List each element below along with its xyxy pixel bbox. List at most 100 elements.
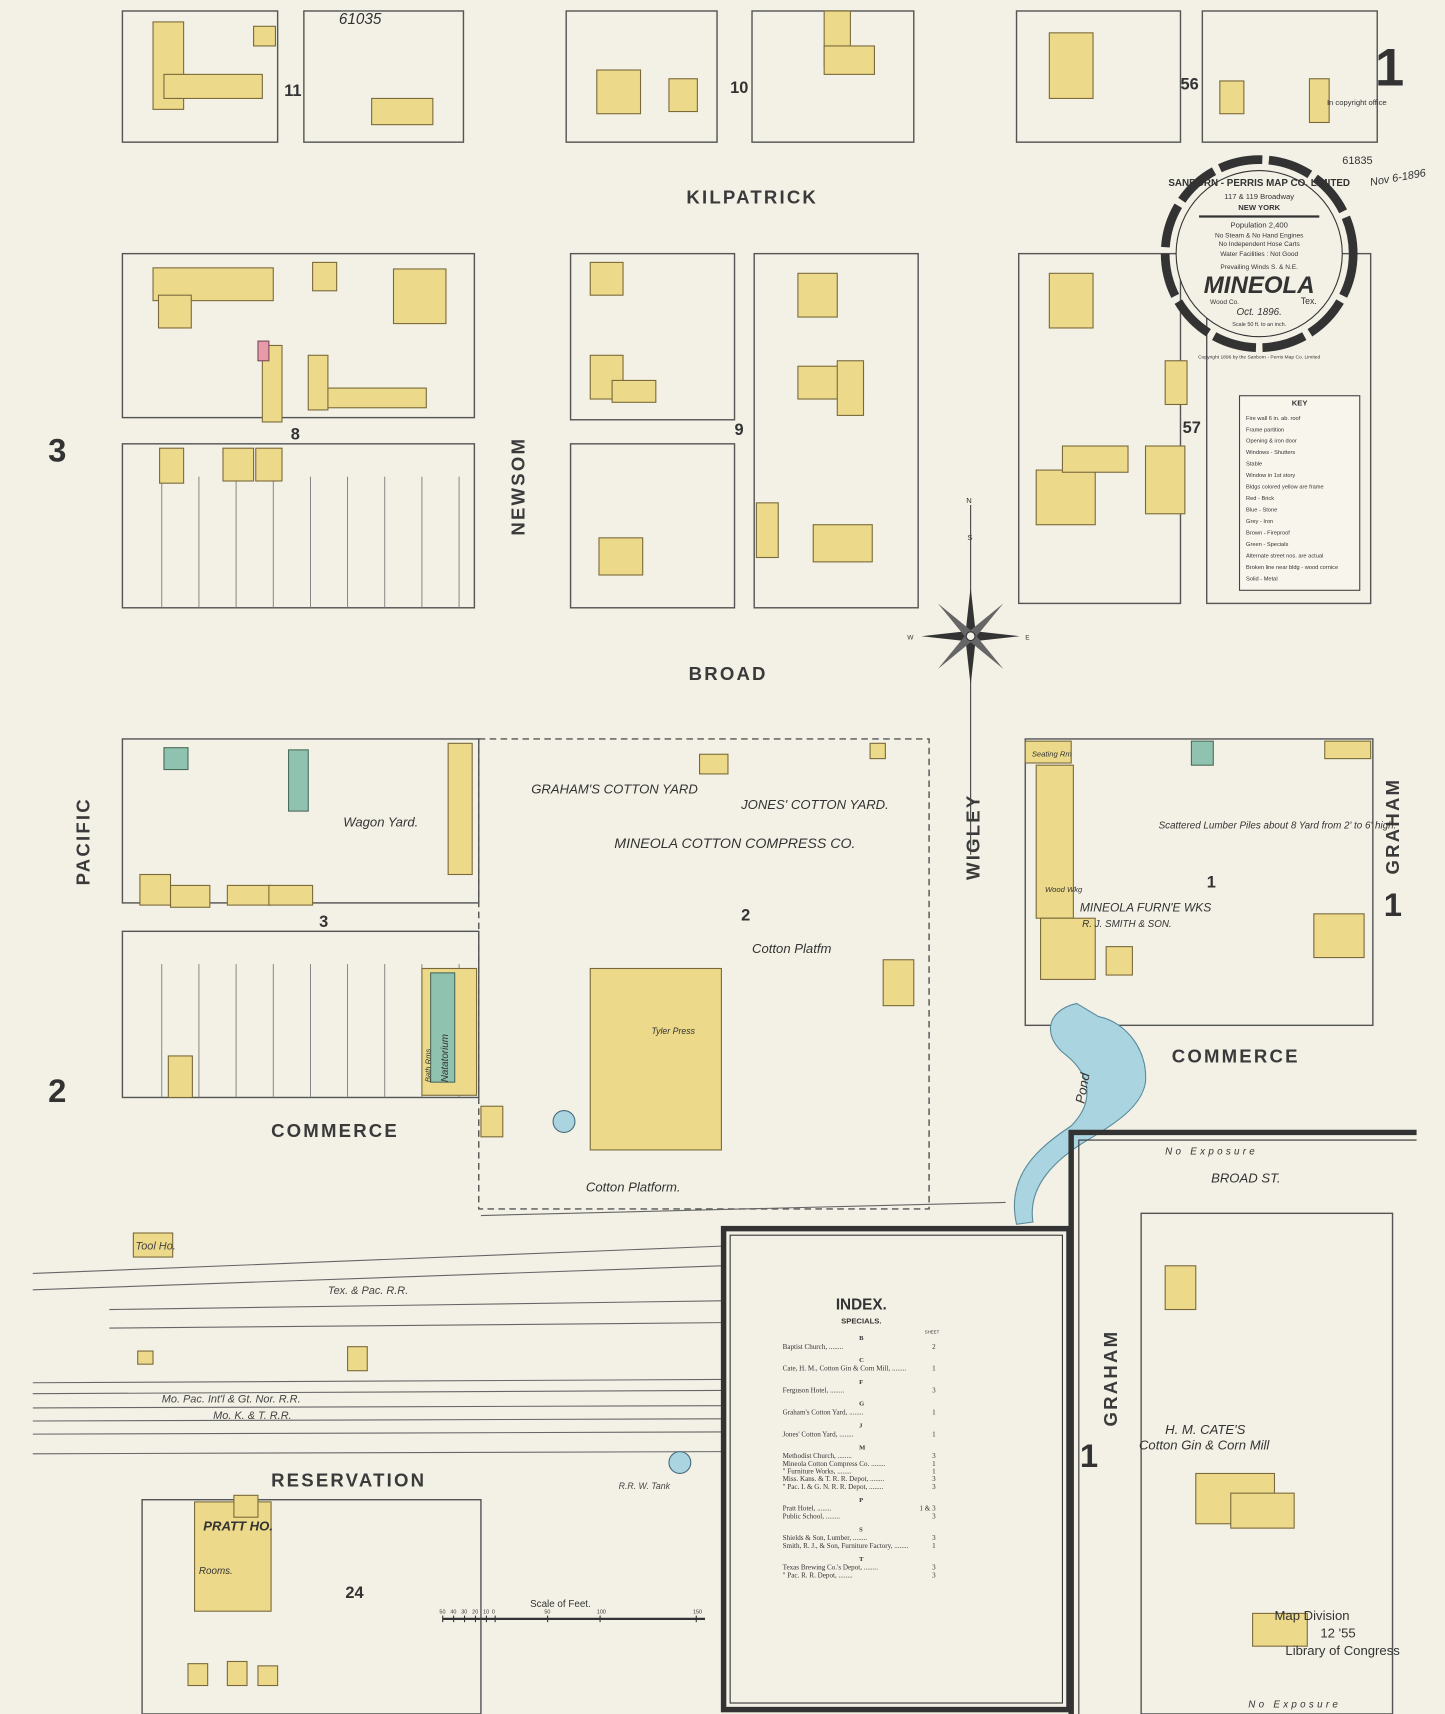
frame-building	[823, 45, 875, 75]
frame-building	[797, 272, 838, 318]
city-blocks	[121, 10, 1394, 1714]
index-entry[interactable]: Jones' Cotton Yard, ........	[783, 1430, 854, 1438]
index-entry[interactable]: Miss. Kans. & T. R. R. Depot, ........	[783, 1475, 885, 1483]
compass-e: E	[1025, 634, 1030, 641]
tank	[552, 1110, 576, 1133]
key-item: Window in 1st story	[1246, 473, 1295, 479]
pond-label: Pond	[1072, 1071, 1092, 1104]
index-subtitle: SPECIALS.	[841, 1317, 881, 1326]
index-entry[interactable]: " Pac. R. R. Depot, ........	[783, 1571, 853, 1579]
frame-building	[1313, 913, 1365, 959]
special-building	[1190, 740, 1214, 766]
index-frame	[720, 1225, 1072, 1713]
frame-building	[187, 1663, 209, 1687]
cartouche-copyright: Copyright 1896 by the Sanborn - Perris M…	[1198, 355, 1320, 361]
frame-building	[137, 1350, 154, 1365]
frame-building	[167, 1055, 193, 1099]
sheet-number: 1	[1375, 39, 1404, 97]
rooms-label: Rooms.	[199, 1566, 233, 1577]
index-entry[interactable]: Cate, H. M., Cotton Gin & Corn Mill, ...…	[783, 1365, 907, 1373]
street-graham-south: GRAHAM	[1100, 1330, 1121, 1427]
scale-tick: 150	[693, 1609, 702, 1615]
frame-building	[222, 447, 255, 482]
index-entry[interactable]: Ferguson Hotel, ........	[783, 1387, 845, 1395]
no-exposure-south-label: No Exposure	[1248, 1699, 1341, 1710]
street-pacific: PACIFIC	[73, 797, 94, 885]
frame-building	[1048, 272, 1094, 329]
key-item: Bldgs colored yellow are frame	[1246, 485, 1324, 491]
index-entry[interactable]: Mineola Cotton Compress Co. ........	[783, 1460, 886, 1468]
compress-label: MINEOLA COTTON COMPRESS CO.	[614, 836, 855, 852]
index-letter: M	[859, 1444, 865, 1451]
pratt-hotel-label: PRATT HO.	[203, 1518, 273, 1533]
compass-rose: N S E W	[907, 496, 1030, 855]
frame-building	[163, 73, 263, 99]
index-entry[interactable]: Texas Brewing Co.'s Depot, ........	[783, 1564, 879, 1572]
index-entry[interactable]: Graham's Cotton Yard, ........	[783, 1408, 864, 1416]
cartouche-engines: No Steam & No Hand Engines	[1215, 232, 1304, 239]
street-commerce-east: COMMERCE	[1172, 1045, 1300, 1066]
frame-building	[307, 354, 329, 411]
index-sheet: 3	[932, 1483, 936, 1491]
index-letter: S	[859, 1526, 863, 1533]
city-block	[565, 10, 718, 143]
city-block	[1018, 252, 1182, 605]
index-entry[interactable]: Pratt Hotel, ........	[783, 1505, 832, 1513]
water-tank	[668, 1451, 692, 1475]
frame-building	[598, 537, 644, 576]
index-entry[interactable]: " Furniture Works, ........	[783, 1467, 852, 1475]
frame-building	[157, 294, 192, 329]
index-letter: F	[859, 1379, 863, 1386]
adjoining-sheet-1: 1	[1384, 886, 1402, 923]
index-sheet: 3	[932, 1475, 936, 1483]
index-sheet: 3	[932, 1387, 936, 1395]
frame-building	[1219, 80, 1245, 115]
frame-building	[226, 1660, 248, 1687]
block-number: 1	[1207, 874, 1216, 892]
index-entry[interactable]: Baptist Church, ........	[783, 1343, 844, 1351]
wagon-yard-label: Wagon Yard.	[343, 814, 418, 829]
block-number: 57	[1183, 419, 1201, 437]
index-entry[interactable]: " Pac. I. & G. N. R. R. Depot, ........	[783, 1483, 884, 1491]
frame-building	[1061, 445, 1129, 473]
brick-building	[257, 340, 270, 362]
scale-tick: 50	[439, 1609, 445, 1615]
mkt-label: Mo. K. & T. R.R.	[213, 1410, 292, 1422]
index-entry[interactable]: Shields & Son, Lumber, ........	[783, 1534, 868, 1542]
index-title: INDEX.	[836, 1297, 887, 1314]
furniture-works-label: MINEOLA FURN'E WKS	[1080, 901, 1211, 915]
cartouche-company: SANBORN - PERRIS MAP CO. LIMITED	[1168, 178, 1350, 189]
special-building	[163, 747, 189, 771]
cartouche-county: Wood Co.	[1210, 299, 1239, 306]
index-entry[interactable]: Smith, R. J., & Son, Furniture Factory, …	[783, 1542, 909, 1550]
key-item: Red - Brick	[1246, 496, 1274, 502]
block-number: 3	[319, 913, 328, 931]
frame-building	[316, 387, 427, 409]
index-letter: B	[859, 1335, 864, 1342]
street-graham-north: GRAHAM	[1382, 778, 1403, 875]
library-stamp-line2: 12 '55	[1320, 1625, 1355, 1640]
index-sheet: 3	[932, 1571, 936, 1579]
no-exposure-label: No Exposure	[1165, 1146, 1258, 1157]
frame-building	[668, 78, 698, 113]
frame-building	[1252, 1612, 1308, 1647]
key-item: Blue - Stone	[1246, 508, 1277, 514]
city-block	[121, 10, 279, 143]
frame-building	[139, 873, 172, 906]
cartouche-population: Population 2,400	[1231, 220, 1288, 229]
scale-tick: 40	[450, 1609, 456, 1615]
copyright-stamp: In copyright office	[1327, 98, 1387, 107]
frame-building	[1144, 445, 1186, 515]
frame-building	[589, 967, 722, 1151]
city-block	[569, 443, 736, 609]
index-entry[interactable]: Methodist Church, ........	[783, 1452, 852, 1460]
library-stamp-line1: Map Division	[1274, 1608, 1349, 1623]
key-item: Opening & iron door	[1246, 439, 1297, 445]
tex-pac-label: Tex. & Pac. R.R.	[328, 1285, 408, 1297]
index-entry[interactable]: Public School, ........	[783, 1512, 841, 1520]
compass-w: W	[907, 634, 914, 641]
